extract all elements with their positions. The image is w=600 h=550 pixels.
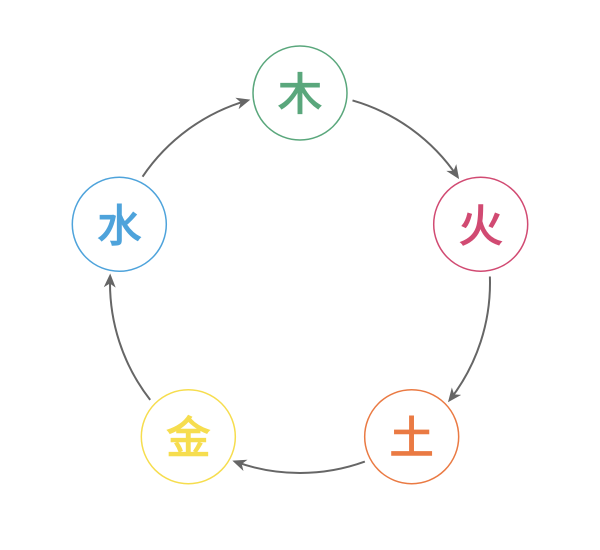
arrow-fire-to-earth (447, 276, 491, 403)
edges-layer (103, 97, 491, 474)
node-metal-circle (140, 388, 237, 485)
arrow-metal-to-water (103, 273, 151, 401)
node-earth-label: 土 (390, 413, 434, 464)
node-earth: 土 (363, 388, 460, 485)
node-wood-circle (252, 45, 348, 141)
node-metal: 金 (140, 388, 237, 485)
arrow-earth-to-metal (232, 459, 366, 474)
node-wood: 木 (252, 45, 348, 141)
node-water: 水 (71, 176, 168, 273)
arrow-wood-to-fire (352, 99, 460, 180)
node-metal-label: 金 (165, 413, 211, 464)
node-fire: 火 (432, 176, 529, 273)
node-earth-circle (363, 388, 460, 485)
node-water-circle (71, 176, 168, 273)
arrow-water-to-wood (141, 97, 251, 178)
node-water-label: 水 (97, 201, 142, 252)
node-fire-label: 火 (459, 201, 503, 252)
node-fire-circle (432, 176, 529, 273)
node-wood-label: 木 (278, 70, 322, 121)
nodes-layer: 木 火 土 金 水 (71, 45, 529, 485)
